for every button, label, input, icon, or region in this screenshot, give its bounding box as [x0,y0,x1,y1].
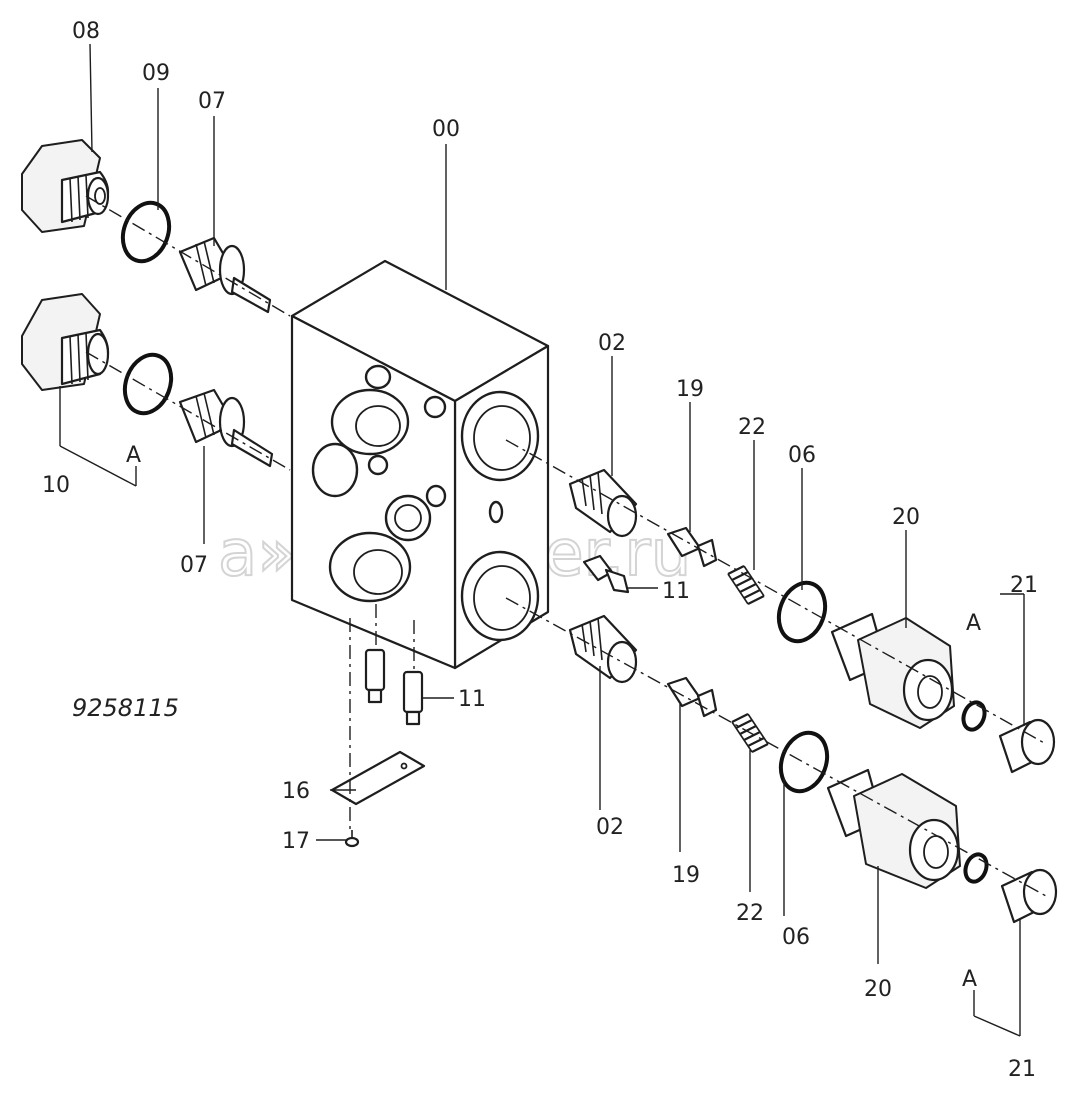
label-a-bottom-right: A [962,967,977,992]
label-16: 16 [282,779,310,804]
label-00: 00 [432,117,460,142]
label-07-bottom: 07 [180,553,208,578]
spring-22-top [727,565,765,605]
check-valve-19-bottom [666,676,718,718]
label-06-top: 06 [788,443,816,468]
name-plate-16 [330,750,426,806]
leader-lines [59,43,1025,1037]
spring-22-bottom [731,713,769,753]
poppet-02-bottom [568,614,638,684]
label-22-top: 22 [738,415,766,440]
fitting-11-bottom-right [402,670,424,726]
label-11-bottom: 11 [458,687,486,712]
spool-07-top [178,236,272,314]
plug-20-top [830,612,955,729]
valve-body-00 [290,259,550,670]
label-07-top: 07 [198,89,226,114]
label-a-top-right: A [966,611,981,636]
plug-20-bottom [826,768,961,889]
label-19-top: 19 [676,377,704,402]
label-02-top: 02 [598,331,626,356]
spool-07-bottom [178,388,274,468]
label-20-top: 20 [892,505,920,530]
label-09: 09 [142,61,170,86]
label-17: 17 [282,829,310,854]
figure-number: 9258115 [72,694,179,722]
o-ring-a-left [122,352,174,416]
plug-08 [21,139,110,233]
label-08: 08 [72,19,100,44]
o-ring-06-bottom [778,730,830,794]
plug-10 [21,293,110,391]
o-ring-09 [120,200,172,264]
screw-17 [344,830,360,848]
label-21-top: 21 [1010,573,1038,598]
label-10: 10 [42,473,70,498]
label-06-bottom: 06 [782,925,810,950]
label-19-bottom: 19 [672,863,700,888]
label-20-bottom: 20 [864,977,892,1002]
label-22-bottom: 22 [736,901,764,926]
label-21-bottom: 21 [1008,1057,1036,1082]
plug-21-bottom [1000,868,1058,924]
o-ring-a-bottom-right [963,852,989,884]
o-ring-06-top [776,580,828,644]
o-ring-a-top-right [961,700,987,732]
plug-21-top [998,718,1056,774]
fitting-11-bottom-left [364,648,386,704]
fitting-11-right [582,554,630,594]
label-a-left: A [126,443,141,468]
label-02-bottom: 02 [596,815,624,840]
label-11-right: 11 [662,579,690,604]
